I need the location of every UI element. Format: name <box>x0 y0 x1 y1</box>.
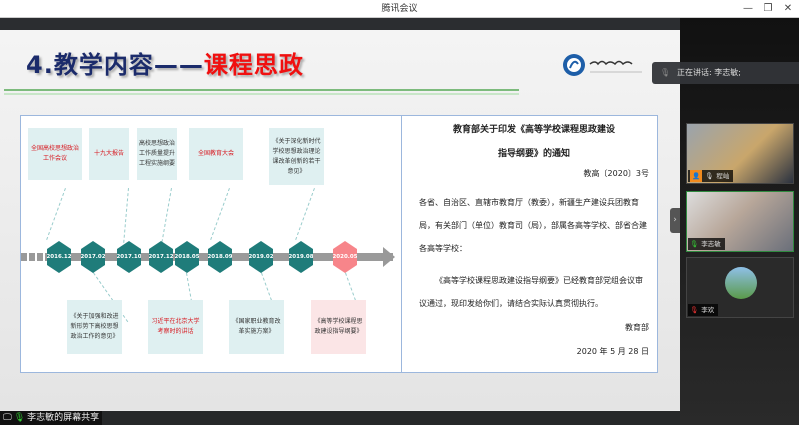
event-box: 全国教育大会 <box>189 128 243 180</box>
event-box: 高校思想政治工作质量提升工程实施纲要 <box>137 128 177 180</box>
screen-share-bar: 🖵🎙李志敏的屏幕共享 <box>0 411 680 425</box>
connector <box>161 188 172 243</box>
video-tile-active[interactable]: 🎙李志敏 <box>686 191 794 252</box>
expand-panel-button[interactable]: › <box>670 208 680 233</box>
shared-slide: 4.教学内容——课程思政 全国高校思想政治工作会议 十九大报告 高校思想政治工作… <box>0 30 680 410</box>
slide-title-highlight: 课程思政 <box>203 51 304 79</box>
connector <box>123 188 129 243</box>
microphone-icon: 🎙 <box>660 68 671 77</box>
share-label: 🖵🎙李志敏的屏幕共享 <box>0 411 103 425</box>
connector <box>46 188 66 241</box>
microphone-muted-icon: 🎙 <box>690 306 699 314</box>
host-icon: 👤 <box>690 170 703 182</box>
event-box: 习近平在北京大学考察时的讲话 <box>148 300 203 354</box>
participant-label: 👤🎙程屾 <box>688 170 734 182</box>
event-box: 《关于加强和改进新形势下高校思想政治工作的意见》 <box>67 300 122 354</box>
participant-name: 李欢 <box>701 306 715 314</box>
microphone-icon: 🎙 <box>705 172 714 180</box>
content-box: 全国高校思想政治工作会议 十九大报告 高校思想政治工作质量提升工程实施纲要 全国… <box>20 115 658 373</box>
connector <box>295 188 315 241</box>
divider-line <box>4 93 519 95</box>
video-tile[interactable]: 👤🎙程屾 <box>686 123 794 184</box>
slide-title-prefix: 4.教学内容—— <box>26 51 204 79</box>
event-box: 《高等学校课程思政建设指导纲要》 <box>311 300 366 354</box>
doc-number: 教高〔2020〕3号 <box>583 169 649 178</box>
doc-title-line2: 指导纲要》的通知 <box>497 149 570 159</box>
column-divider <box>401 116 402 372</box>
close-button[interactable]: ✕ <box>783 3 793 14</box>
title-bar: 腾讯会议 — ❐ ✕ <box>0 0 799 18</box>
participant-label: 🎙李欢 <box>688 304 719 316</box>
university-logo <box>563 54 642 76</box>
microphone-active-icon: 🎙 <box>690 240 699 248</box>
doc-signature: 教育部 <box>625 323 649 332</box>
timeline-date: 2017.02 <box>81 241 105 273</box>
notice-document: 教育部关于印发《高等学校课程思政建设 指导纲要》的通知 教高〔2020〕3号 各… <box>405 116 657 372</box>
minimize-button[interactable]: — <box>743 3 753 14</box>
doc-body: 《高等学校课程思政建设指导纲要》已经教育部党组会议审议通过，现印发给你们，请结合… <box>419 276 643 308</box>
window-title: 腾讯会议 <box>381 4 418 14</box>
doc-title-line1: 教育部关于印发《高等学校课程思政建设 <box>452 125 615 135</box>
restore-button[interactable]: ❐ <box>763 3 773 14</box>
divider-line <box>4 89 519 91</box>
participant-name: 李志敏 <box>701 240 721 248</box>
slide-title: 4.教学内容——课程思政 <box>26 45 304 80</box>
participant-name: 程屾 <box>716 172 730 180</box>
share-toolbar-strip <box>0 18 680 30</box>
speaking-indicator: 🎙 正在讲话: 李志敏; <box>652 62 799 84</box>
share-text: 李志敏的屏幕共享 <box>27 413 100 423</box>
connector <box>210 188 230 241</box>
timeline-date: 2017.10 <box>117 241 141 273</box>
avatar <box>725 267 757 299</box>
timeline-arrow-icon <box>383 247 395 267</box>
timeline-date: 2018.09 <box>208 241 232 273</box>
video-tile[interactable]: 🎙李欢 <box>686 257 794 318</box>
timeline-date: 2017.12 <box>149 241 173 273</box>
timeline-date: 2019.08 <box>289 241 313 273</box>
doc-recipients: 各省、自治区、直辖市教育厅（教委），新疆生产建设兵团教育局，有关部门（单位）教育… <box>419 198 647 253</box>
speaking-label: 正在讲话: 李志敏; <box>677 68 741 77</box>
event-box: 《国家职业教育改革实施方案》 <box>229 300 284 354</box>
timeline-date-highlight: 2020.05 <box>333 241 357 273</box>
doc-date: 2020 年 5 月 28 日 <box>576 347 649 356</box>
timeline-date: 2019.02 <box>249 241 273 273</box>
event-box: 全国高校思想政治工作会议 <box>28 128 82 180</box>
participant-label: 🎙李志敏 <box>688 238 725 250</box>
screen-icon: 🖵 <box>3 413 12 423</box>
event-box: 十九大报告 <box>89 128 129 180</box>
microphone-icon: 🎙 <box>13 413 26 423</box>
timeline-date: 2018.05 <box>175 241 199 273</box>
event-box: 《关于深化新时代学校思想政治理论课改革创新的若干意见》 <box>269 128 324 185</box>
timeline-date: 2016.12 <box>47 241 71 273</box>
